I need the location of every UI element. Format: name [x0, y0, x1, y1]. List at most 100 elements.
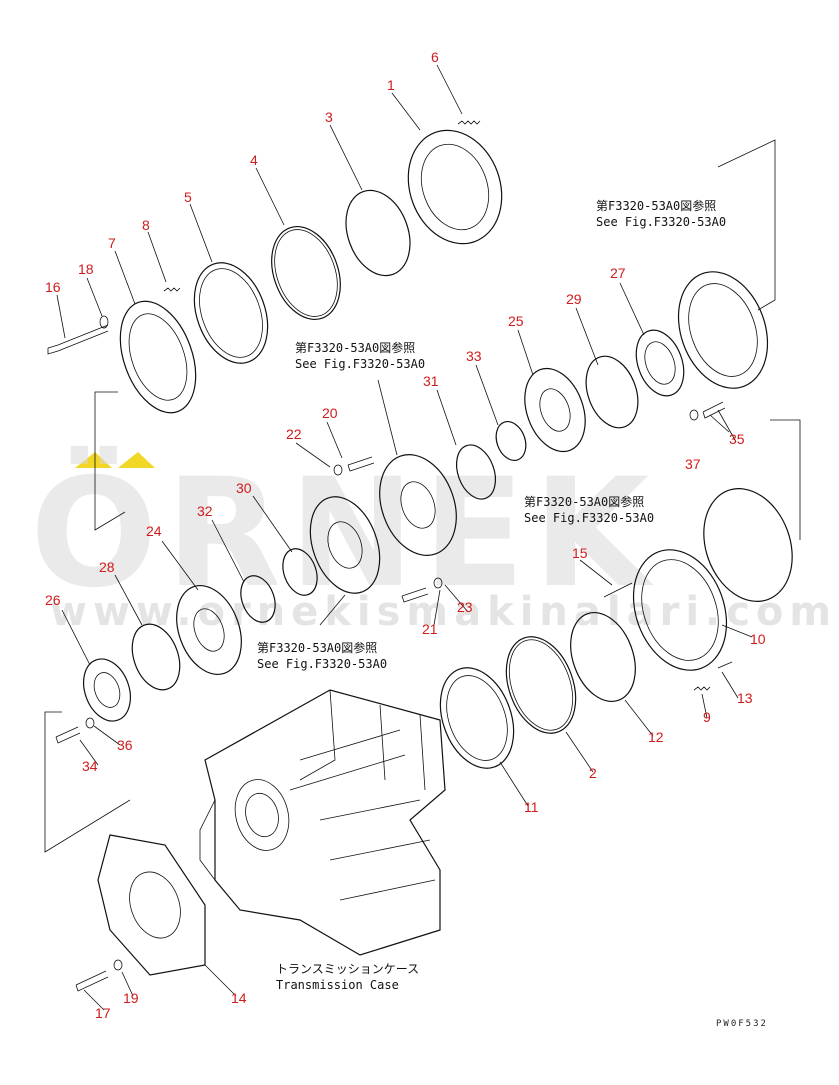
callout-23: 23: [457, 599, 473, 615]
callout-35: 35: [729, 431, 745, 447]
reference-bottom-center-en: See Fig.F3320-53A0: [257, 657, 387, 671]
bolt-part: [347, 456, 375, 472]
watermark-accent: [118, 452, 155, 468]
callout-13: 13: [737, 690, 753, 706]
drum-part-inner: [641, 559, 719, 661]
bolt-part: [702, 401, 726, 419]
callout-33: 33: [466, 348, 482, 364]
reference-bottom-center-jp: 第F3320-53A0図参照: [257, 640, 377, 655]
washer-part: [85, 717, 95, 729]
ring-part: [345, 189, 411, 277]
ring-part: [455, 444, 497, 500]
leader-lines: [56, 64, 753, 1011]
callout-7: 7: [108, 235, 116, 251]
ring-part: [570, 611, 636, 703]
callout-28: 28: [99, 559, 115, 575]
housing-part: [407, 129, 503, 245]
plate-part-inner: [199, 268, 263, 358]
callout-21: 21: [422, 621, 438, 637]
flange-part-inner: [128, 313, 188, 401]
bolt-part: [75, 970, 109, 992]
drum-part: [703, 488, 793, 602]
drum-part-inner: [688, 283, 758, 377]
callout-17: 17: [95, 1005, 111, 1021]
washer-part: [433, 577, 443, 589]
callout-4: 4: [250, 152, 258, 168]
callout-18: 18: [78, 261, 94, 277]
callout-1: 1: [387, 77, 395, 93]
ring-part: [282, 548, 318, 596]
plate-part-inner: [193, 608, 225, 652]
callout-36: 36: [117, 737, 133, 753]
reference-top-center-en: See Fig.F3320-53A0: [295, 357, 425, 371]
bearing-part-inner: [644, 341, 676, 385]
ring-part: [495, 421, 527, 461]
watermark: ÖRNEK www.ornekismakinalari.com.tr: [30, 445, 839, 635]
cover-part-inner: [129, 871, 181, 939]
plate-part: [193, 262, 269, 364]
flange-part: [119, 300, 197, 414]
cover-part: [97, 834, 206, 976]
callout-3: 3: [325, 109, 333, 125]
callout-37: 37: [685, 456, 701, 472]
callout-16: 16: [45, 279, 61, 295]
bolt-part: [401, 587, 429, 603]
callout-22: 22: [286, 426, 302, 442]
callout-30: 30: [236, 480, 252, 496]
leader-arrow: [377, 379, 398, 456]
callout-2: 2: [589, 765, 597, 781]
washer-part: [333, 464, 343, 476]
spring-part: [163, 287, 181, 292]
housing-part-inner: [420, 143, 490, 231]
pin-part: [603, 582, 633, 598]
callout-19: 19: [123, 990, 139, 1006]
case-label-en: Transmission Case: [276, 978, 399, 992]
callout-27: 27: [610, 265, 626, 281]
ring-part: [505, 636, 577, 734]
plate-part: [176, 584, 242, 676]
frame-line: [717, 139, 776, 311]
gear-part: [309, 496, 381, 594]
callout-8: 8: [142, 217, 150, 233]
bolt-part: [47, 324, 109, 355]
callout-9: 9: [703, 709, 711, 725]
frame-line: [94, 391, 126, 531]
washer-part: [689, 409, 699, 421]
callout-14: 14: [231, 990, 247, 1006]
frame-line: [770, 419, 801, 540]
housing-part: [439, 667, 515, 769]
transmission-case: [199, 689, 446, 956]
callout-26: 26: [45, 592, 61, 608]
watermark-accent: [75, 452, 112, 468]
plate-part: [524, 367, 586, 453]
hub-part: [379, 454, 457, 556]
reference-mid-right-jp: 第F3320-53A0図参照: [524, 494, 644, 509]
washer-part: [99, 315, 109, 329]
callout-34: 34: [82, 758, 98, 774]
callout-32: 32: [197, 503, 213, 519]
ring-part-inner: [274, 229, 338, 317]
frame-line: [44, 711, 131, 853]
washer-part: [113, 959, 123, 971]
case-label-jp: トランスミッションケース: [276, 962, 419, 976]
callout-10: 10: [750, 631, 766, 647]
parts: [44, 120, 801, 992]
drum-part: [632, 549, 728, 671]
callout-29: 29: [566, 291, 582, 307]
reference-top-right-en: See Fig.F3320-53A0: [596, 215, 726, 229]
callout-12: 12: [648, 729, 664, 745]
plate-part-inner: [539, 388, 571, 432]
callouts: 1 2 3 4 5 6 7 8 9 10 11 12 13 14 15 16 1…: [45, 49, 766, 1021]
callout-11: 11: [524, 799, 539, 815]
bearing-part: [635, 329, 685, 397]
ring-part: [131, 623, 181, 691]
watermark-url: www.ornekismakinalari.com.tr: [50, 589, 839, 635]
ring-part: [240, 575, 276, 623]
leader-arrow: [319, 594, 346, 626]
ring-part: [585, 355, 639, 429]
bolt-part: [55, 726, 81, 744]
callout-31: 31: [423, 373, 439, 389]
reference-top-right-jp: 第F3320-53A0図参照: [596, 198, 716, 213]
callout-15: 15: [572, 545, 588, 561]
callout-20: 20: [322, 405, 338, 421]
